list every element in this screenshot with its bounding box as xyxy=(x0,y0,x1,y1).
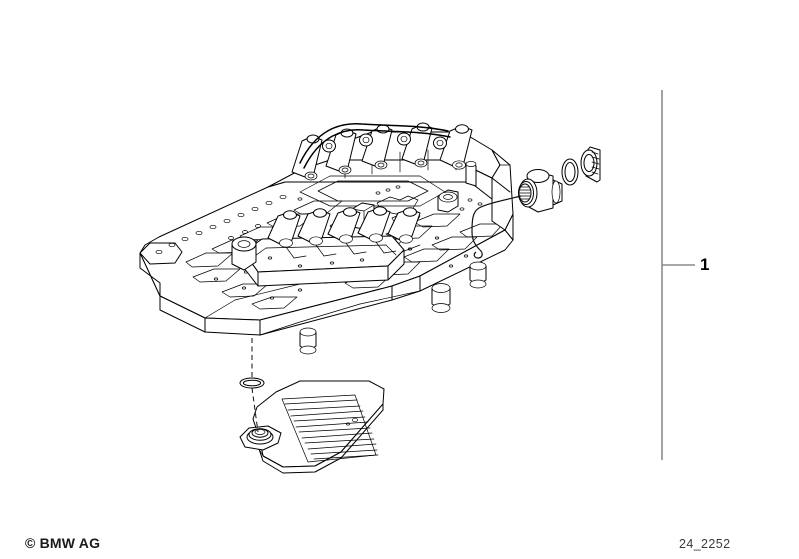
callout-number-1: 1 xyxy=(700,255,710,274)
connector-pins xyxy=(519,186,531,200)
housing-small-holes xyxy=(297,185,483,211)
solenoid-row-upper xyxy=(291,122,473,181)
figure-reference: 24_2252 xyxy=(679,537,731,551)
assembly-centerline xyxy=(251,338,259,433)
callout-bracket-1 xyxy=(661,90,695,460)
strainer-o-ring xyxy=(239,377,265,389)
connector-collar xyxy=(580,146,601,183)
electrical-connector xyxy=(471,169,563,259)
mounting-bosses xyxy=(299,261,487,355)
collar-threads xyxy=(591,151,600,175)
base-plate-bolt-holes xyxy=(155,194,287,255)
oil-strainer xyxy=(239,380,385,474)
solenoid-row-lower xyxy=(231,206,421,287)
connector-o-ring xyxy=(561,158,579,186)
copyright-notice: © BMW AG xyxy=(25,535,101,551)
